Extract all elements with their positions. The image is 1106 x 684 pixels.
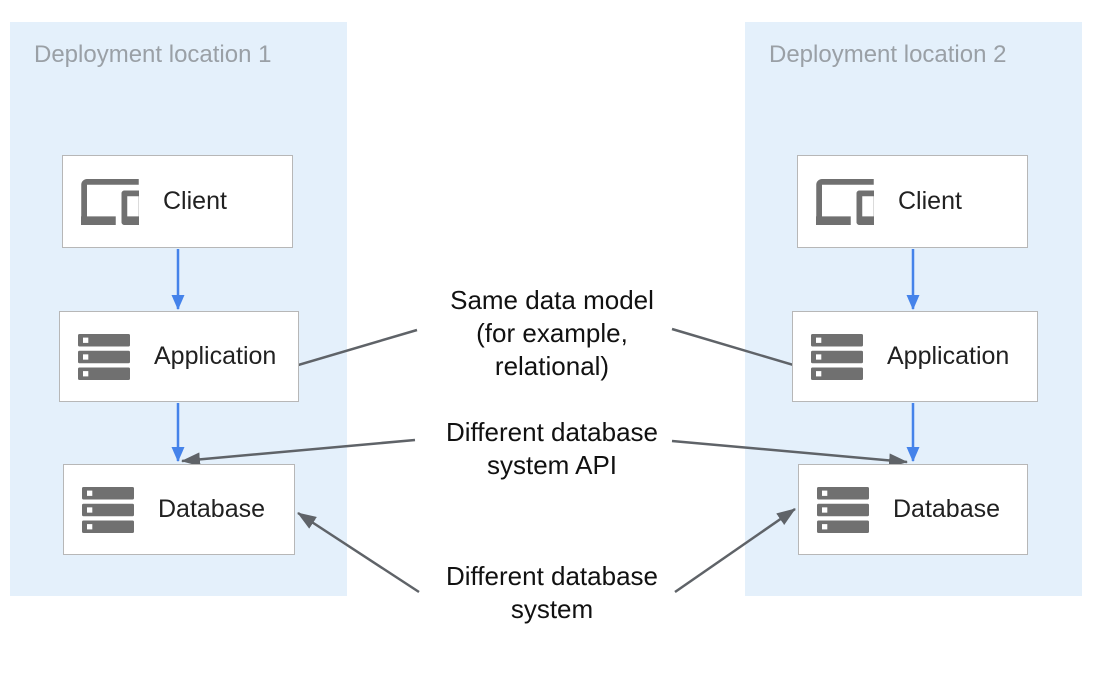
database-box-right: Database [798,464,1028,555]
annotation-line: (for example, [476,318,628,348]
client-box-left: Client [62,155,293,248]
node-label: Application [887,342,1010,370]
client-box-right: Client [797,155,1028,248]
database-box-left: Database [63,464,295,555]
panel-title: Deployment location 2 [769,41,1007,68]
panel-title: Deployment location 1 [34,41,272,68]
annotation-line: Different database [446,561,658,591]
server-stack-icon [811,333,863,380]
devices-icon [81,178,139,225]
server-stack-icon [82,486,134,533]
devices-icon [816,178,874,225]
application-box-left: Application [59,311,299,402]
node-label: Database [158,495,266,523]
annotation-different-database-system: Different database system [446,560,658,626]
annotation-line: system API [486,450,618,480]
node-label: Client [163,187,227,215]
node-label: Client [898,187,962,215]
annotation-line: Different database [446,417,658,447]
annotation-line: relational) [494,351,610,381]
node-label: Database [893,495,1001,523]
annotation-line: Same data model [450,285,654,315]
application-box-right: Application [792,311,1038,402]
annotation-different-database-api: Different database system API [446,416,658,482]
annotation-same-data-model: Same data model (for example, relational… [450,284,654,383]
annotation-line: system [510,594,594,624]
server-stack-icon [817,486,869,533]
node-label: Application [154,342,277,370]
server-stack-icon [78,333,130,380]
